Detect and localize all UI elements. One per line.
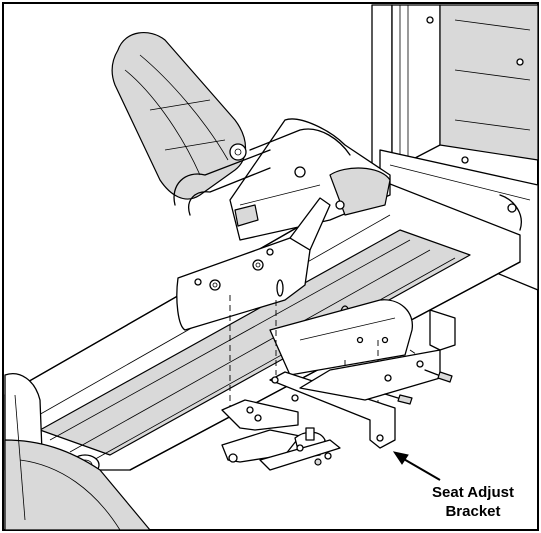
fasteners — [246, 360, 453, 460]
main-rail — [4, 179, 521, 476]
callout-label: Seat Adjust Bracket — [418, 483, 528, 521]
seat-adjust-bracket — [221, 309, 456, 471]
upright-frame — [371, 4, 539, 191]
seat-carriage — [173, 118, 391, 241]
left-base — [4, 373, 151, 531]
callout-line-2: Bracket — [445, 503, 501, 520]
lower-carriage-plate — [269, 299, 413, 376]
callout-line-1: Seat Adjust — [432, 484, 514, 501]
callout-arrow — [392, 451, 441, 481]
seat-back — [111, 32, 247, 200]
